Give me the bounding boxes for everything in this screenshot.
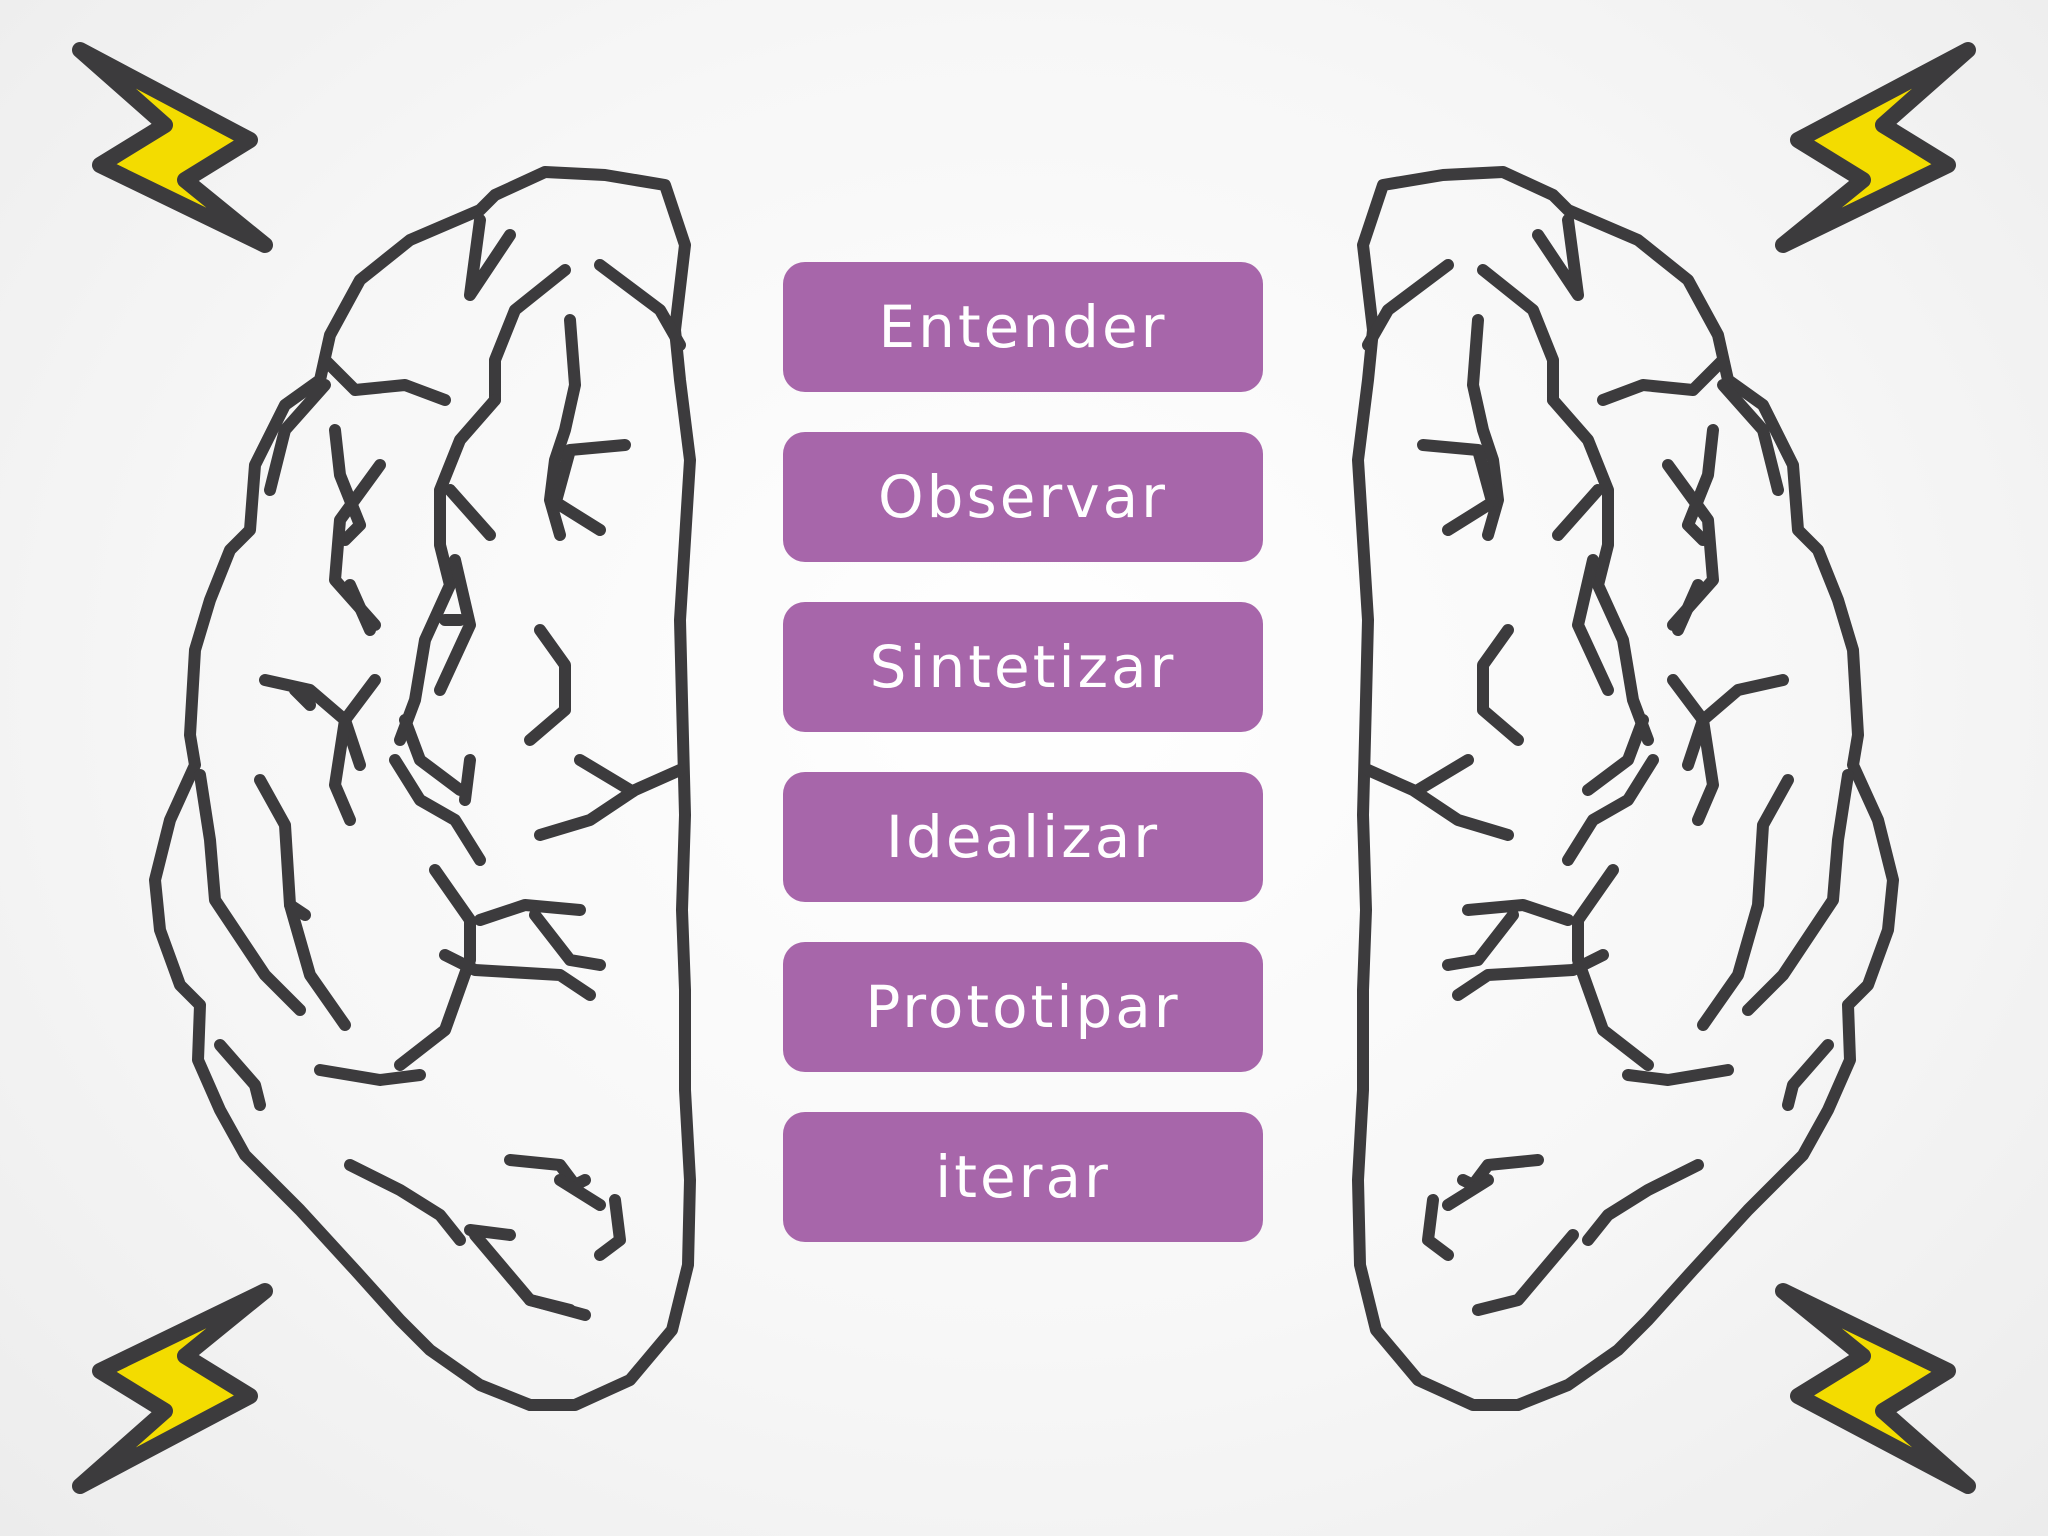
brain-right-icon bbox=[1352, 166, 1899, 1411]
lightning-bolt-icon bbox=[1783, 50, 1968, 245]
step-sintetizar[interactable]: Sintetizar bbox=[783, 602, 1263, 732]
step-observar[interactable]: Observar bbox=[783, 432, 1263, 562]
step-iterar[interactable]: iterar bbox=[783, 1112, 1263, 1242]
lightning-bolt-icon bbox=[1783, 1291, 1968, 1486]
brain-left-icon bbox=[149, 166, 696, 1411]
step-entender[interactable]: Entender bbox=[783, 262, 1263, 392]
design-thinking-steps: Entender Observar Sintetizar Idealizar P… bbox=[783, 262, 1263, 1282]
step-idealizar[interactable]: Idealizar bbox=[783, 772, 1263, 902]
lightning-bolt-icon bbox=[80, 1291, 265, 1486]
lightning-bolt-icon bbox=[80, 50, 265, 245]
step-prototipar[interactable]: Prototipar bbox=[783, 942, 1263, 1072]
